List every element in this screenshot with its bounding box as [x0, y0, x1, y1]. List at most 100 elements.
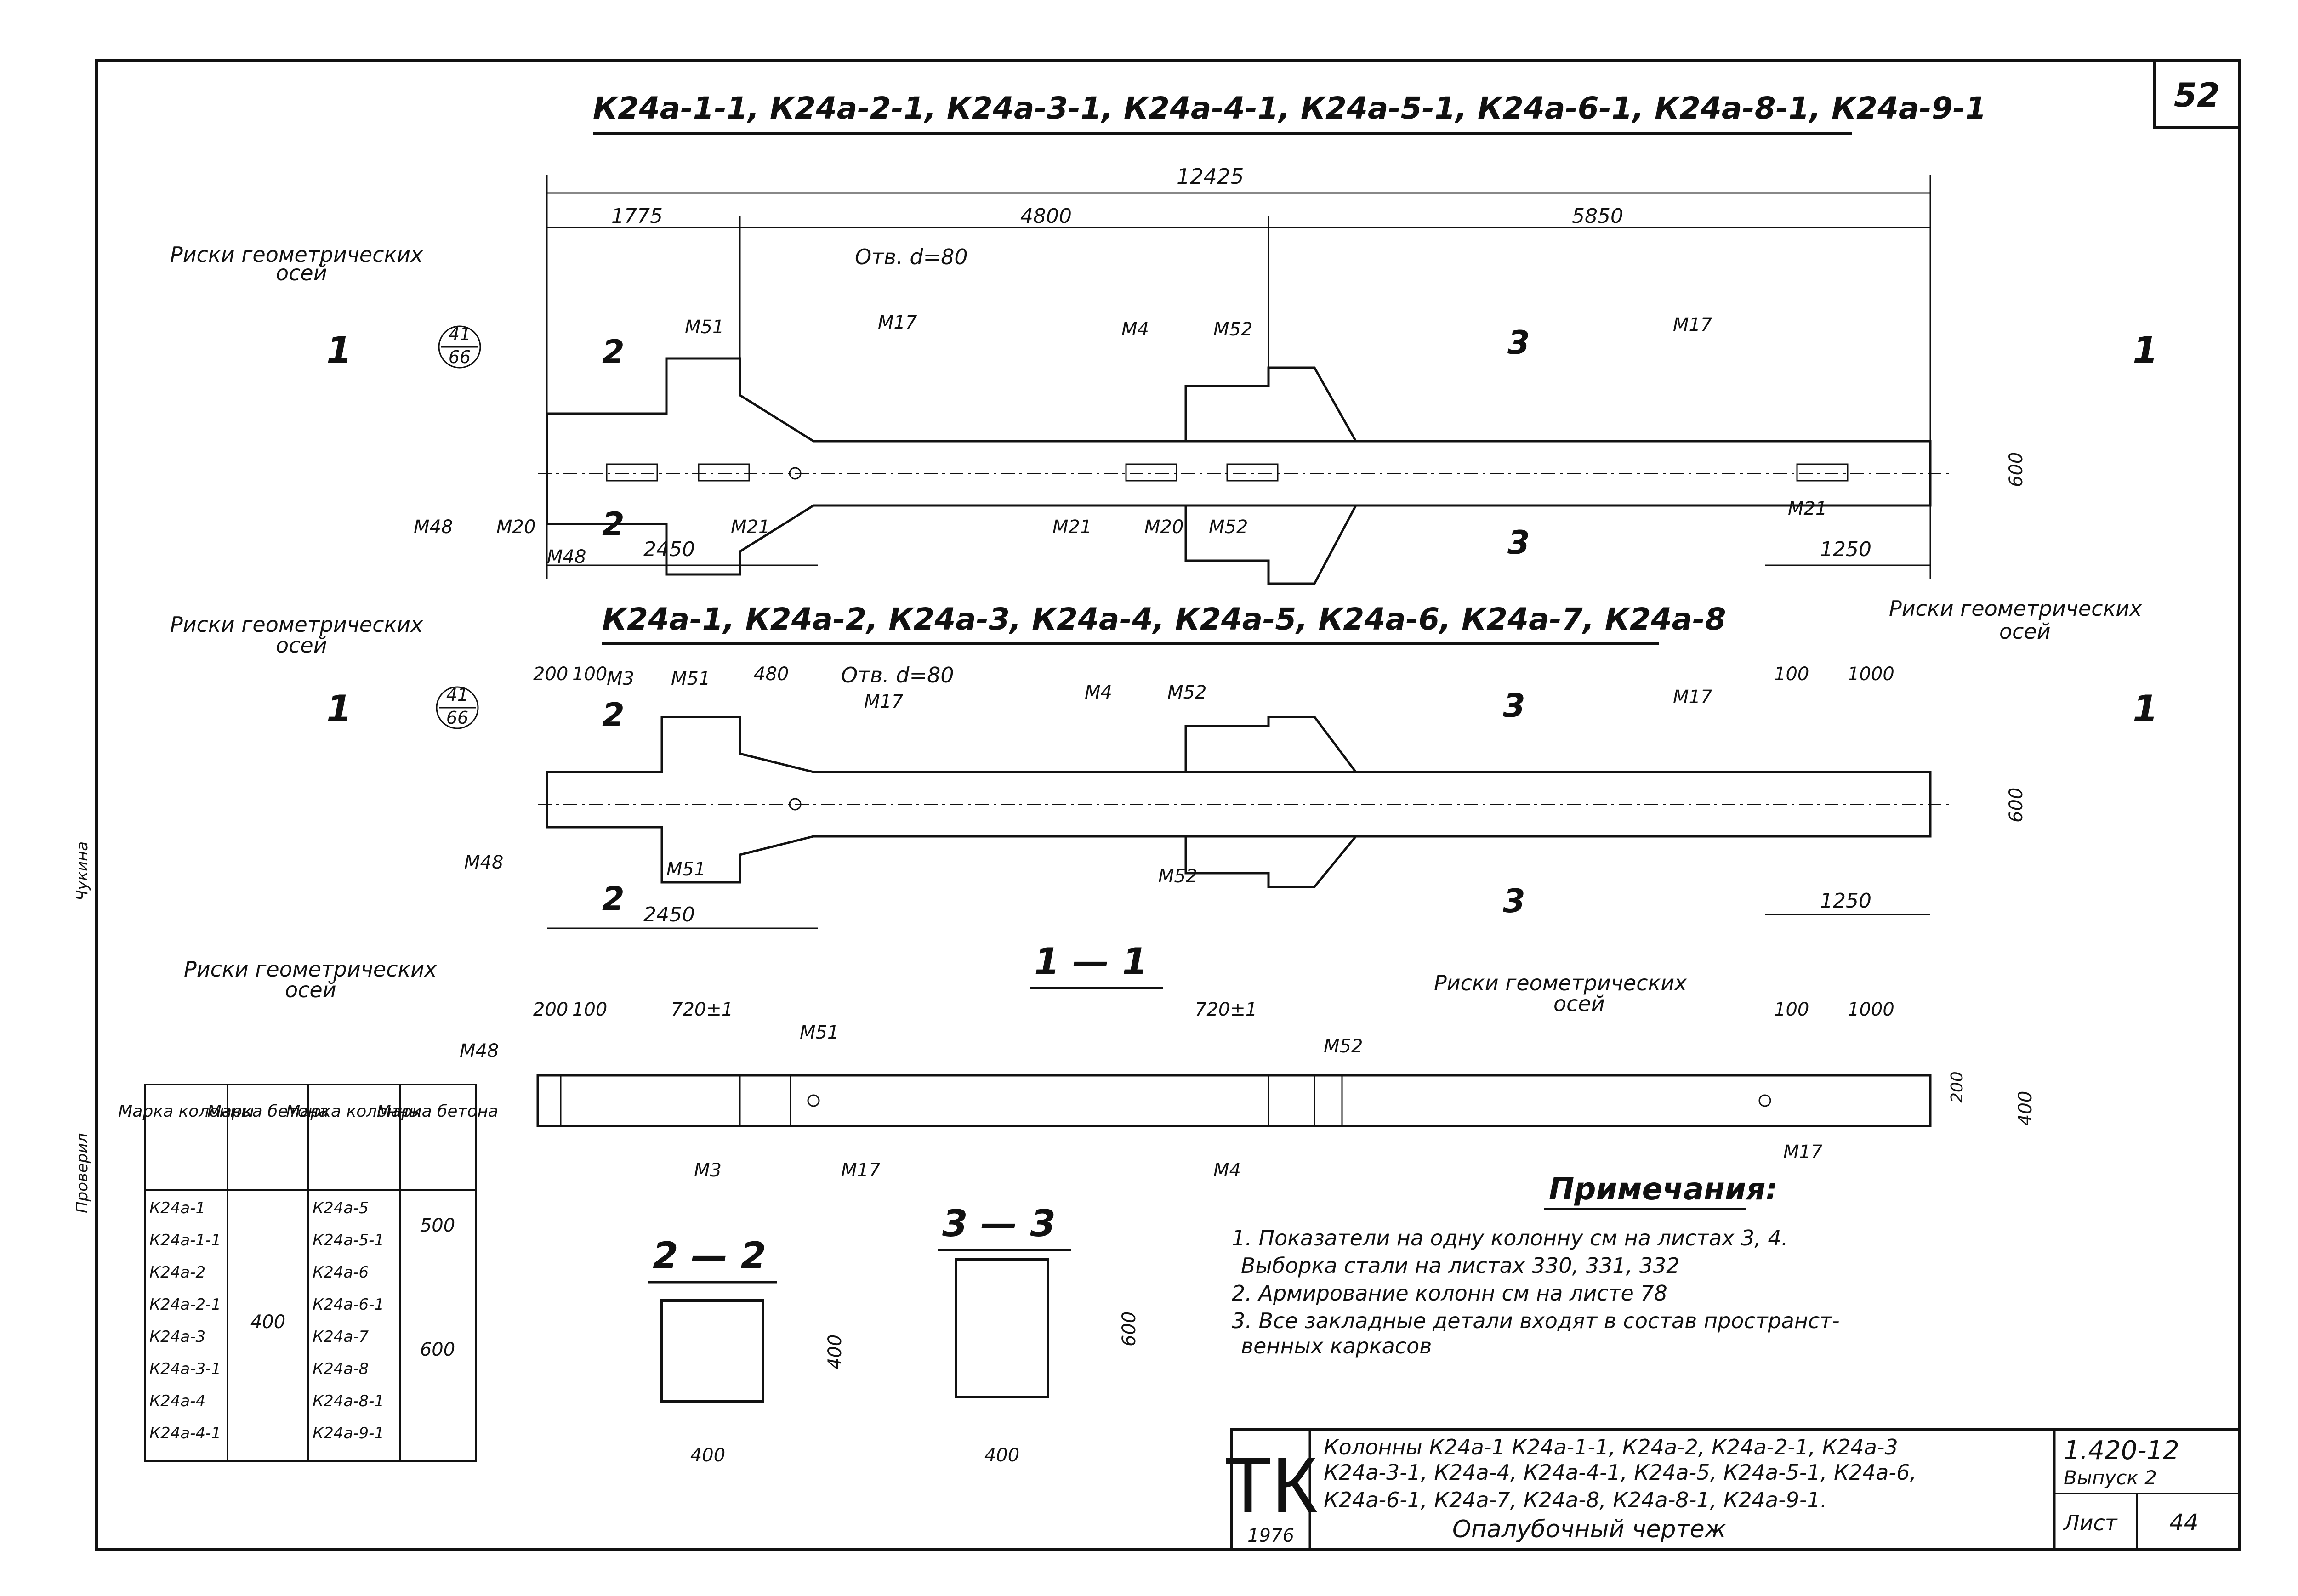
svg-text:600: 600 [2006, 788, 2027, 823]
svg-text:М48: М48 [547, 546, 586, 568]
tk-logo: ТК [1224, 1442, 1318, 1529]
svg-text:200: 200 [1948, 1071, 1967, 1103]
svg-text:1. Показатели на одну колонну: 1. Показатели на одну колонну см на лист… [1232, 1226, 1788, 1250]
svg-text:1976: 1976 [1247, 1525, 1294, 1546]
section-2-2: 2 — 2 400 400 [648, 1234, 846, 1466]
svg-text:М4: М4 [1085, 682, 1112, 703]
svg-text:К24а-6-1, К24а-7, К24а-8, К24а: К24а-6-1, К24а-7, К24а-8, К24а-8-1, К24а… [1324, 1488, 1827, 1512]
notes-title: Примечания: [1549, 1171, 1778, 1207]
svg-text:М17: М17 [841, 1160, 881, 1181]
title-block: ТК 1976 Колонны К24а-1 К24а-1-1, К24а-2,… [1224, 1428, 2241, 1551]
svg-text:М17: М17 [1673, 687, 1712, 708]
svg-text:400: 400 [984, 1445, 1019, 1466]
svg-text:М17: М17 [864, 691, 904, 712]
sheet-border [95, 59, 2241, 1551]
svg-text:К24а-4: К24а-4 [149, 1392, 205, 1410]
svg-text:Риски геометрических: Риски геометрических [170, 612, 423, 637]
svg-text:2450: 2450 [643, 538, 695, 561]
svg-text:М17: М17 [1783, 1142, 1823, 1163]
svg-text:400: 400 [250, 1312, 285, 1333]
svg-text:3: 3 [1503, 882, 1525, 920]
svg-text:М52: М52 [1158, 866, 1197, 887]
svg-text:Выборка стали на листах 330, 3: Выборка стали на листах 330, 331, 332 [1241, 1253, 1680, 1278]
hole-top: Отв. d=80 [855, 244, 968, 269]
svg-text:500: 500 [420, 1215, 455, 1236]
sec-2-bottom: 2 [602, 505, 625, 543]
svg-text:600: 600 [1119, 1312, 1140, 1346]
svg-text:М17: М17 [878, 312, 917, 333]
svg-text:2450: 2450 [643, 903, 695, 926]
svg-text:480: 480 [754, 664, 789, 685]
svg-text:М48: М48 [464, 852, 503, 873]
svg-text:М51: М51 [800, 1022, 839, 1043]
stamp-checked: Проверил [73, 1133, 91, 1213]
svg-text:К24а-6-1: К24а-6-1 [313, 1295, 384, 1314]
svg-text:М4: М4 [1121, 319, 1149, 340]
svg-text:Риски геометрических: Риски геометрических [1434, 971, 1687, 995]
svg-text:М3: М3 [694, 1160, 722, 1181]
svg-text:М52: М52 [1324, 1036, 1363, 1057]
svg-text:К24а-9-1: К24а-9-1 [313, 1424, 384, 1443]
svg-text:2: 2 [602, 880, 625, 918]
svg-text:К24а-1: К24а-1 [149, 1199, 205, 1217]
svg-text:К24а-2-1: К24а-2-1 [149, 1295, 221, 1314]
svg-text:К24а-3-1, К24а-4, К24а-4-1, К2: К24а-3-1, К24а-4, К24а-4-1, К24а-5, К24а… [1324, 1460, 1917, 1485]
svg-text:Колонны К24а-1 К24а-1-1, К24а: Колонны К24а-1 К24а-1-1, К24а-2, К24а-2-… [1324, 1435, 1898, 1460]
sec-3-top: 3 [1507, 324, 1530, 362]
svg-text:М51: М51 [685, 317, 724, 338]
dim-3: 5850 [1572, 204, 1623, 228]
svg-text:1: 1 [326, 687, 352, 730]
svg-text:1250: 1250 [1820, 889, 1871, 913]
svg-text:Марка бетона: Марка бетона [207, 1102, 329, 1121]
dim-2: 4800 [1020, 204, 1072, 228]
svg-text:Риски геометрических: Риски геометрических [184, 957, 437, 982]
svg-text:100: 100 [1774, 999, 1809, 1020]
svg-text:М51: М51 [671, 668, 710, 689]
svg-text:М21: М21 [731, 517, 770, 538]
sec-1-left: 1 [326, 329, 352, 372]
margin-stamp: Проверил Чукина [73, 841, 91, 1213]
svg-text:М52: М52 [1167, 682, 1206, 703]
svg-text:М4: М4 [1213, 1160, 1241, 1181]
svg-text:М21: М21 [1788, 498, 1827, 519]
svg-text:2. Армирование колонн см на ли: 2. Армирование колонн см на листе 78 [1232, 1281, 1667, 1306]
svg-text:венных каркасов: венных каркасов [1241, 1334, 1432, 1358]
svg-text:400: 400 [2015, 1091, 2036, 1126]
view-top-title: К24а-1-1, К24а-2-1, К24а-3-1, К24а-4-1, … [593, 91, 1986, 126]
svg-text:К24а-7: К24а-7 [313, 1328, 369, 1346]
svg-text:К24а-8: К24а-8 [313, 1360, 369, 1378]
svg-text:М3: М3 [607, 668, 634, 689]
svg-text:66: 66 [449, 347, 471, 367]
section-3-3: 3 — 3 400 600 [938, 1202, 1140, 1466]
svg-text:М20: М20 [496, 517, 535, 538]
svg-text:Отв. d=80: Отв. d=80 [841, 663, 954, 687]
svg-text:М48: М48 [414, 517, 453, 538]
svg-text:66: 66 [446, 708, 468, 728]
view-middle: К24а-1, К24а-2, К24а-3, К24а-4, К24а-5, … [170, 596, 2158, 929]
svg-text:К24а-2: К24а-2 [149, 1263, 205, 1282]
svg-text:М48: М48 [460, 1040, 499, 1062]
view-middle-title: К24а-1, К24а-2, К24а-3, К24а-4, К24а-5, … [602, 602, 1726, 637]
svg-text:1: 1 [2133, 687, 2158, 730]
svg-text:1000: 1000 [1848, 999, 1894, 1020]
svg-text:Лист: Лист [2063, 1511, 2118, 1535]
svg-text:1.420-12: 1.420-12 [2064, 1436, 2179, 1465]
svg-text:К24а-1-1: К24а-1-1 [149, 1231, 221, 1250]
sheet-number: 52 [2174, 76, 2220, 114]
stamp-name: Чукина [73, 841, 91, 901]
svg-text:100: 100 [572, 664, 607, 685]
svg-text:М51: М51 [666, 859, 705, 880]
svg-text:М52: М52 [1209, 517, 1248, 538]
risks-label-top: Риски геометрических [170, 242, 423, 267]
sec-3-bottom: 3 [1507, 524, 1530, 562]
svg-text:К24а-3-1: К24а-3-1 [149, 1360, 221, 1378]
svg-text:М20: М20 [1144, 517, 1183, 538]
svg-text:1000: 1000 [1848, 664, 1894, 685]
sec-2-top: 2 [602, 333, 625, 371]
svg-text:3 — 3: 3 — 3 [942, 1202, 1056, 1245]
svg-text:К24а-5: К24а-5 [313, 1199, 369, 1217]
svg-text:К24а-8-1: К24а-8-1 [313, 1392, 384, 1410]
svg-text:М17: М17 [1673, 314, 1712, 335]
svg-text:100: 100 [1774, 664, 1809, 685]
